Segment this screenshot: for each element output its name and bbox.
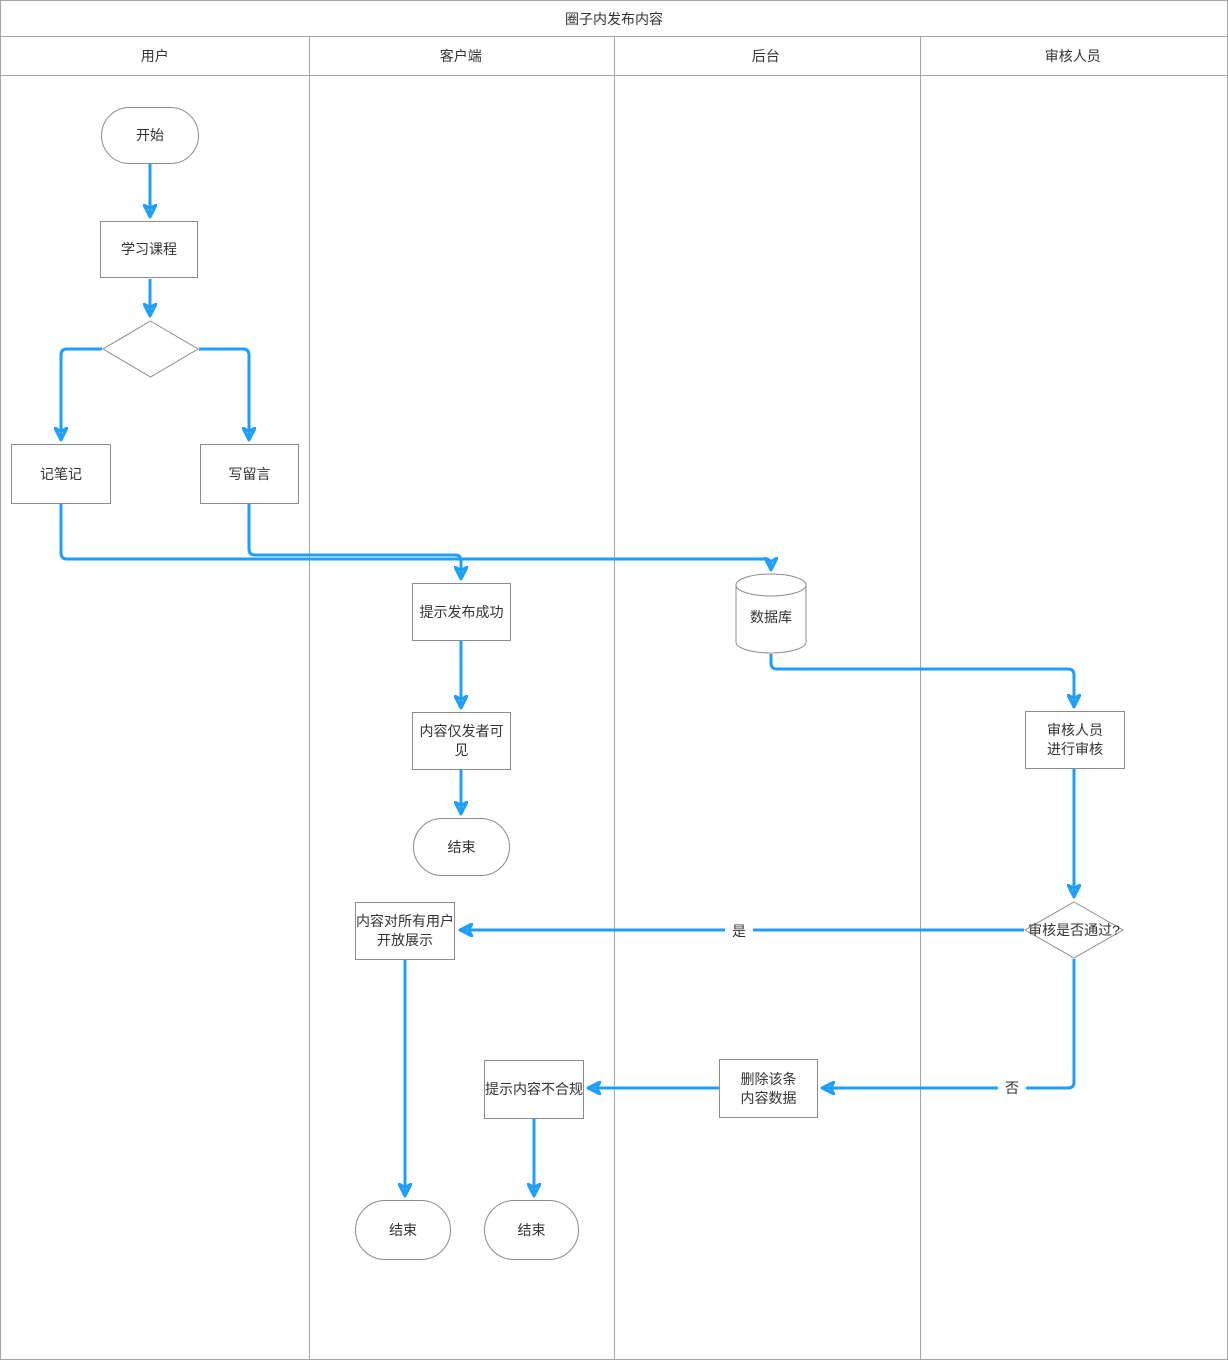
node-review-pass-decision-label: 审核是否通过? <box>1028 921 1120 938</box>
diamond-shape <box>102 320 199 378</box>
diamond-shape <box>1024 901 1124 959</box>
node-write-message: 写留言 <box>200 444 299 504</box>
node-database: 数据库 <box>735 573 807 654</box>
lane-header-backend: 后台 <box>751 48 780 64</box>
node-learn-course-label: 学习课程 <box>121 241 177 257</box>
node-review-pass-decision: 审核是否通过? <box>1024 901 1124 959</box>
edge-branch-to-notes <box>61 347 102 440</box>
node-publish-success: 提示发布成功 <box>412 583 511 641</box>
lane-header-user: 用户 <box>140 48 169 64</box>
node-reviewer-review-label: 审核人员 进行审核 <box>1047 722 1103 757</box>
cylinder-shape <box>735 573 807 654</box>
edge-database-to-review <box>769 654 1074 707</box>
edge-message-to-publish <box>247 504 461 579</box>
node-content-open-display: 内容对所有用户 开放展示 <box>355 902 455 960</box>
node-content-violation: 提示内容不合规 <box>484 1060 584 1119</box>
node-delete-content: 删除该条 内容数据 <box>719 1059 818 1118</box>
node-visible-to-author-label: 内容仅发者可见 <box>419 723 504 758</box>
node-end-client-3-label: 结束 <box>517 1221 546 1238</box>
lane-divider-1 <box>309 37 310 1359</box>
node-content-violation-label: 提示内容不合规 <box>485 1081 583 1097</box>
node-start-label: 开始 <box>136 127 164 143</box>
diagram-title: 圈子内发布内容 <box>1 1 1227 37</box>
edge-branch-to-message <box>199 347 249 440</box>
lane-divider-2 <box>614 37 615 1359</box>
edge-decision-no-to-delete <box>822 959 1076 1088</box>
node-reviewer-review: 审核人员 进行审核 <box>1025 711 1125 769</box>
node-end-client-2: 结束 <box>355 1200 451 1260</box>
node-branch-decision <box>102 320 199 378</box>
node-end-client-1-label: 结束 <box>447 838 476 855</box>
node-visible-to-author: 内容仅发者可见 <box>412 712 511 770</box>
lane-header-client: 客户端 <box>439 48 482 64</box>
node-content-open-display-label: 内容对所有用户 开放展示 <box>356 913 454 948</box>
node-end-client-1: 结束 <box>413 818 510 876</box>
node-end-client-2-label: 结束 <box>389 1221 417 1238</box>
node-learn-course: 学习课程 <box>100 221 198 278</box>
node-publish-success-label: 提示发布成功 <box>419 603 504 620</box>
node-take-notes-label: 记笔记 <box>40 465 82 482</box>
node-database-label: 数据库 <box>750 609 792 625</box>
node-delete-content-label: 删除该条 内容数据 <box>740 1070 797 1106</box>
node-take-notes: 记笔记 <box>11 444 111 504</box>
edge-label-no: 否 <box>998 1079 1026 1097</box>
node-write-message-label: 写留言 <box>228 465 271 482</box>
edge-label-yes: 是 <box>725 922 753 940</box>
node-start: 开始 <box>101 107 199 164</box>
node-end-client-3: 结束 <box>484 1200 579 1260</box>
lane-divider-3 <box>920 37 921 1359</box>
edge-notes-to-database <box>59 504 771 570</box>
lane-header-reviewer: 审核人员 <box>1044 48 1101 64</box>
